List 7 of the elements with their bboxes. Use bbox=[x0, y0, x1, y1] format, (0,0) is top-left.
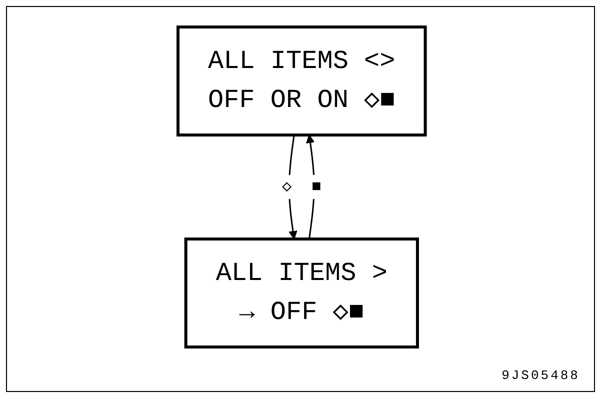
edge-label: ■ bbox=[312, 178, 322, 196]
edge-label: ◇ bbox=[282, 178, 292, 196]
arrow bbox=[306, 134, 316, 240]
node-box: ALL ITEMS > → OFF ◇■ bbox=[184, 238, 420, 348]
figure-code: 9JS05488 bbox=[502, 368, 580, 383]
arrow bbox=[288, 134, 298, 240]
node-box: ALL ITEMS <> OFF OR ON ◇■ bbox=[176, 26, 428, 136]
